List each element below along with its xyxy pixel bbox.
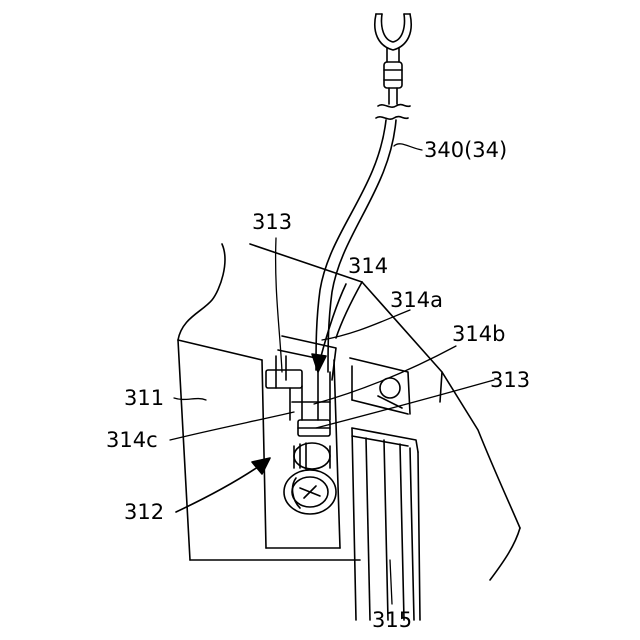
cable-break-mark: [376, 105, 410, 120]
leader-315: [390, 560, 392, 604]
bracket-right-label: 313: [490, 370, 530, 391]
leader-313-left: [276, 238, 282, 372]
screw: [284, 470, 336, 514]
leader-340: [394, 144, 422, 150]
leader-311: [174, 398, 206, 400]
clip-label: 314: [348, 256, 388, 277]
leader-313-right: [316, 380, 494, 428]
spade-terminal: [375, 14, 411, 104]
bracket-left-label: 313: [252, 212, 292, 233]
leader-314c: [170, 412, 294, 440]
cable-label: 340(34): [424, 140, 507, 161]
clip-a-label: 314a: [390, 290, 443, 311]
rail: [352, 428, 420, 620]
clip-b-label: 314b: [452, 324, 505, 345]
panel-label: 311: [124, 388, 164, 409]
clip-assembly: [266, 336, 336, 436]
mount-label: 312: [124, 502, 164, 523]
arrow-312: [176, 458, 270, 512]
panel-housing: [178, 244, 520, 580]
roller: [294, 443, 330, 469]
rail-label: 315: [372, 610, 412, 631]
leader-314a: [322, 310, 410, 340]
clip-c-label: 314c: [106, 430, 158, 451]
